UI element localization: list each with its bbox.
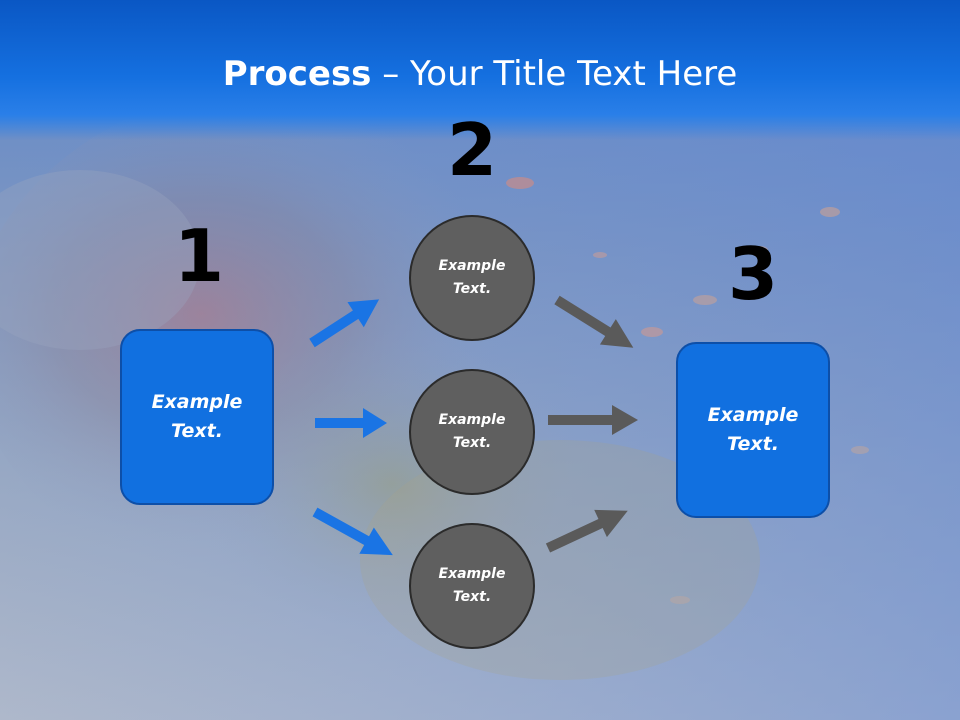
step-2-circle-bottom: Example Text.: [409, 523, 535, 649]
fish-shape: [752, 246, 768, 254]
step-2-circle-top-label: Example Text.: [438, 258, 506, 297]
fish-shape: [693, 295, 717, 305]
fish-shape: [593, 252, 607, 258]
step-2-circle-middle-label: Example Text.: [438, 412, 506, 451]
step-3-box: Example Text.: [676, 342, 830, 518]
step-number-2: 2: [446, 108, 498, 192]
arrow-circle-top-to-box3: [554, 295, 634, 348]
fish-shape: [506, 177, 534, 189]
fish-shape: [820, 207, 840, 217]
title-band: [0, 0, 960, 140]
step-2-circle-top: Example Text.: [409, 215, 535, 341]
step-2-circle-bottom-label: Example Text.: [438, 566, 506, 605]
page-title-rest: – Your Title Text Here: [371, 54, 738, 94]
page-title-bold: Process: [222, 54, 372, 94]
reef-shape: [0, 170, 200, 350]
step-number-1: 1: [173, 214, 225, 298]
arrow-circle-middle-to-box3: [548, 405, 638, 435]
step-2-circle-middle: Example Text.: [409, 369, 535, 495]
step-1-box-label: Example Text.: [151, 391, 243, 442]
page-title: Process – Your Title Text Here: [0, 52, 960, 96]
arrow-box1-to-circle-bottom: [312, 507, 393, 556]
step-3-box-label: Example Text.: [707, 404, 799, 455]
step-number-3: 3: [727, 232, 779, 316]
step-1-box: Example Text.: [120, 329, 274, 505]
fish-shape: [641, 327, 663, 337]
fish-shape: [851, 446, 869, 454]
arrow-box1-to-circle-top: [309, 299, 380, 348]
arrow-box1-to-circle-middle: [315, 408, 387, 438]
arrow-circle-bottom-to-box3: [545, 509, 628, 553]
fish-shape: [670, 596, 690, 604]
